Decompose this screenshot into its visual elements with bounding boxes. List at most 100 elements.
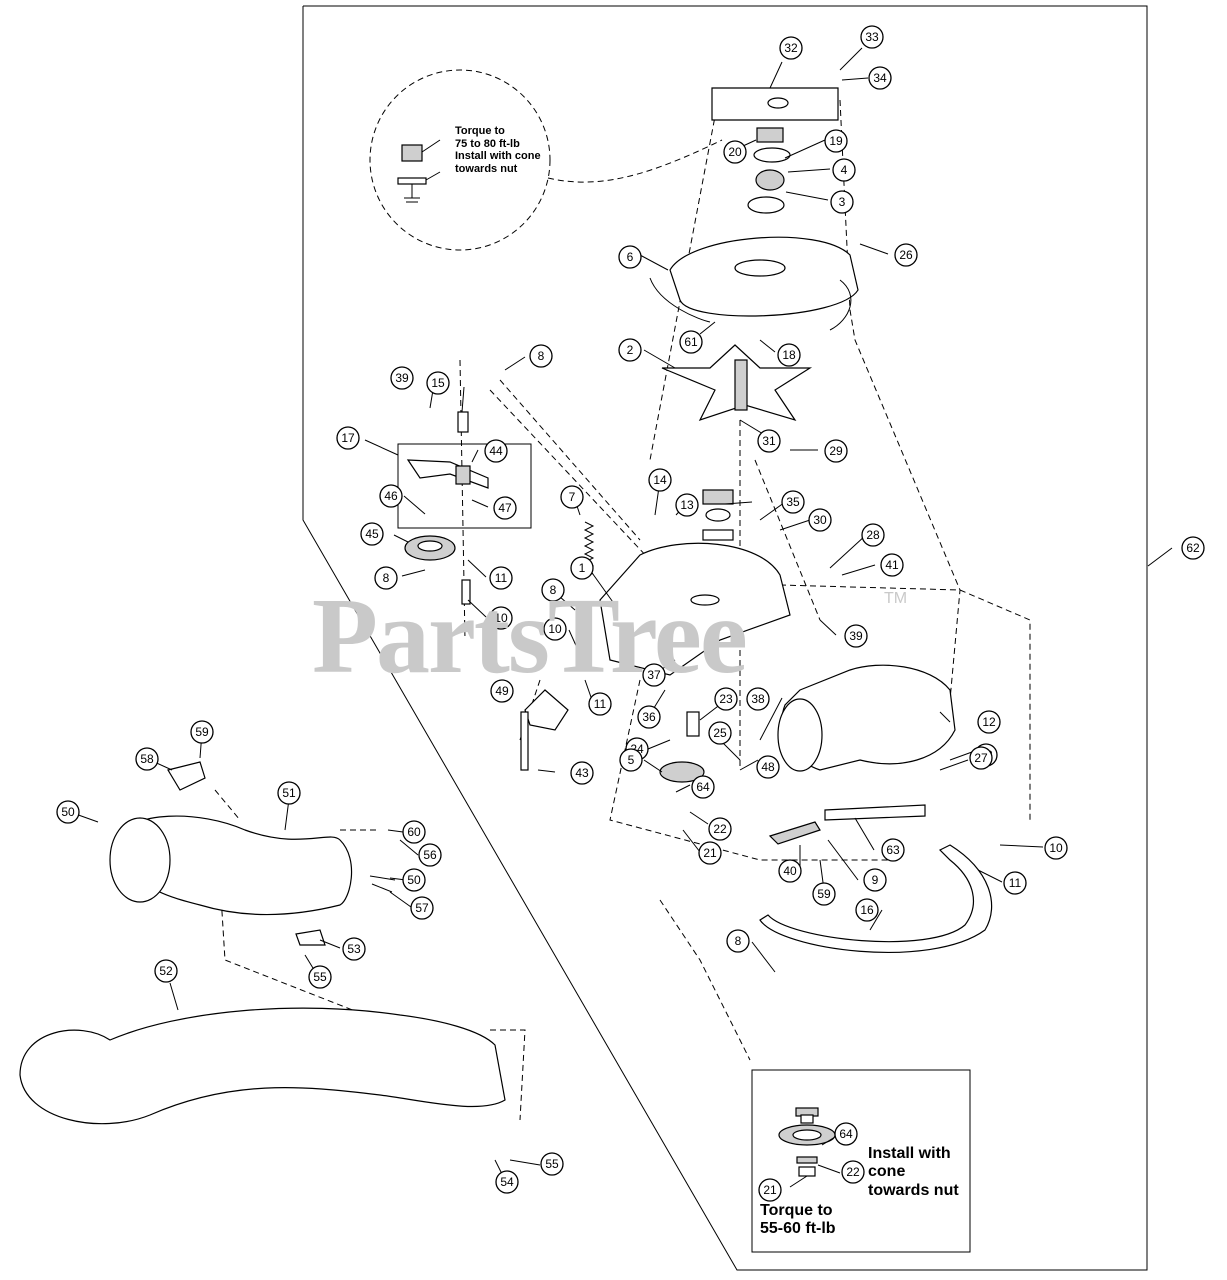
callout-11a: 11 [489, 566, 513, 590]
callout-45: 45 [360, 522, 384, 546]
callout-22b: 22 [841, 1160, 865, 1184]
svg-text:40: 40 [783, 864, 797, 878]
svg-text:50: 50 [407, 873, 421, 887]
callout-8a: 8 [529, 344, 553, 368]
callout-54: 54 [495, 1170, 519, 1194]
svg-text:8: 8 [383, 571, 390, 585]
watermark: PartsTree [312, 577, 748, 696]
callout-59b: 59 [190, 720, 214, 744]
callout-27: 27 [969, 746, 993, 770]
svg-text:41: 41 [885, 558, 899, 572]
svg-text:61: 61 [684, 335, 698, 349]
svg-text:17: 17 [341, 431, 355, 445]
inset-install-note: Install with cone towards nut [868, 1145, 959, 1200]
svg-text:52: 52 [159, 964, 173, 978]
callout-21a: 21 [698, 841, 722, 865]
svg-text:12: 12 [982, 715, 996, 729]
inset-install-line3: towards nut [868, 1181, 959, 1199]
svg-text:60: 60 [407, 825, 421, 839]
callout-2: 2 [618, 338, 642, 362]
callout-26: 26 [894, 243, 918, 267]
svg-text:29: 29 [829, 444, 843, 458]
inset-box [751, 1069, 971, 1253]
inset-torque-note: Torque to 55-60 ft-lb [760, 1202, 836, 1239]
callout-11c: 11 [1003, 871, 1027, 895]
inset-torque-line2: 55-60 ft-lb [760, 1220, 836, 1238]
svg-text:8: 8 [538, 349, 545, 363]
svg-text:32: 32 [784, 41, 798, 55]
svg-text:1: 1 [579, 561, 586, 575]
top-torque-line2: 75 to 80 ft-lb [455, 137, 520, 150]
callout-43: 43 [570, 761, 594, 785]
svg-text:56: 56 [423, 848, 437, 862]
svg-text:36: 36 [642, 710, 656, 724]
svg-text:46: 46 [384, 489, 398, 503]
svg-text:63: 63 [886, 843, 900, 857]
svg-text:19: 19 [829, 134, 843, 148]
callout-4: 4 [832, 158, 856, 182]
callout-22a: 22 [708, 817, 732, 841]
svg-text:10: 10 [494, 611, 508, 625]
callout-50b: 50 [402, 868, 426, 892]
callout-10b: 10 [543, 617, 567, 641]
callout-33: 33 [860, 25, 884, 49]
callout-32: 32 [779, 36, 803, 60]
diagram-frame [302, 5, 1148, 1271]
callout-19: 19 [824, 129, 848, 153]
callout-11b: 11 [588, 692, 612, 716]
callout-1: 1 [570, 556, 594, 580]
svg-text:57: 57 [415, 901, 429, 915]
svg-text:8: 8 [550, 583, 557, 597]
svg-text:10: 10 [1049, 841, 1063, 855]
callout-53: 53 [342, 937, 366, 961]
svg-text:59: 59 [817, 887, 831, 901]
callout-16: 16 [855, 898, 879, 922]
svg-text:39: 39 [395, 371, 409, 385]
part-handle [759, 844, 993, 953]
callout-44: 44 [484, 439, 508, 463]
watermark-tm: TM [884, 590, 908, 607]
inset-install-line2: cone [868, 1163, 906, 1181]
svg-text:45: 45 [365, 527, 379, 541]
callout-5: 5 [619, 748, 643, 772]
callout-6: 6 [618, 245, 642, 269]
callout-9: 9 [863, 868, 887, 892]
callout-35: 35 [781, 490, 805, 514]
callout-62: 62 [1181, 536, 1205, 560]
callout-51: 51 [277, 781, 301, 805]
callout-36: 36 [637, 705, 661, 729]
svg-text:3: 3 [839, 195, 846, 209]
callout-48: 48 [756, 755, 780, 779]
svg-text:55: 55 [313, 970, 327, 984]
callout-17: 17 [336, 426, 360, 450]
callout-63: 63 [881, 838, 905, 862]
callout-39a: 39 [390, 366, 414, 390]
callout-55a: 55 [308, 965, 332, 989]
callout-34: 34 [868, 66, 892, 90]
svg-text:14: 14 [653, 473, 667, 487]
svg-text:28: 28 [866, 528, 880, 542]
callout-41: 41 [880, 553, 904, 577]
svg-text:53: 53 [347, 942, 361, 956]
svg-text:10: 10 [548, 622, 562, 636]
svg-text:35: 35 [786, 495, 800, 509]
part-pulley-right [659, 761, 705, 783]
callout-46: 46 [379, 484, 403, 508]
svg-text:43: 43 [575, 766, 589, 780]
svg-text:47: 47 [498, 501, 512, 515]
svg-text:55: 55 [545, 1157, 559, 1171]
callout-21b: 21 [758, 1178, 782, 1202]
callout-31: 31 [757, 429, 781, 453]
part-housing [669, 236, 859, 317]
callout-8b: 8 [374, 566, 398, 590]
svg-text:59: 59 [195, 725, 209, 739]
callout-23: 23 [714, 687, 738, 711]
svg-text:62: 62 [1186, 541, 1200, 555]
part-chute-extension [19, 1007, 506, 1125]
svg-text:48: 48 [761, 760, 775, 774]
callout-3: 3 [830, 190, 854, 214]
callout-18: 18 [777, 343, 801, 367]
svg-text:11: 11 [1009, 876, 1022, 890]
callout-64b: 64 [834, 1122, 858, 1146]
svg-text:49: 49 [495, 684, 509, 698]
